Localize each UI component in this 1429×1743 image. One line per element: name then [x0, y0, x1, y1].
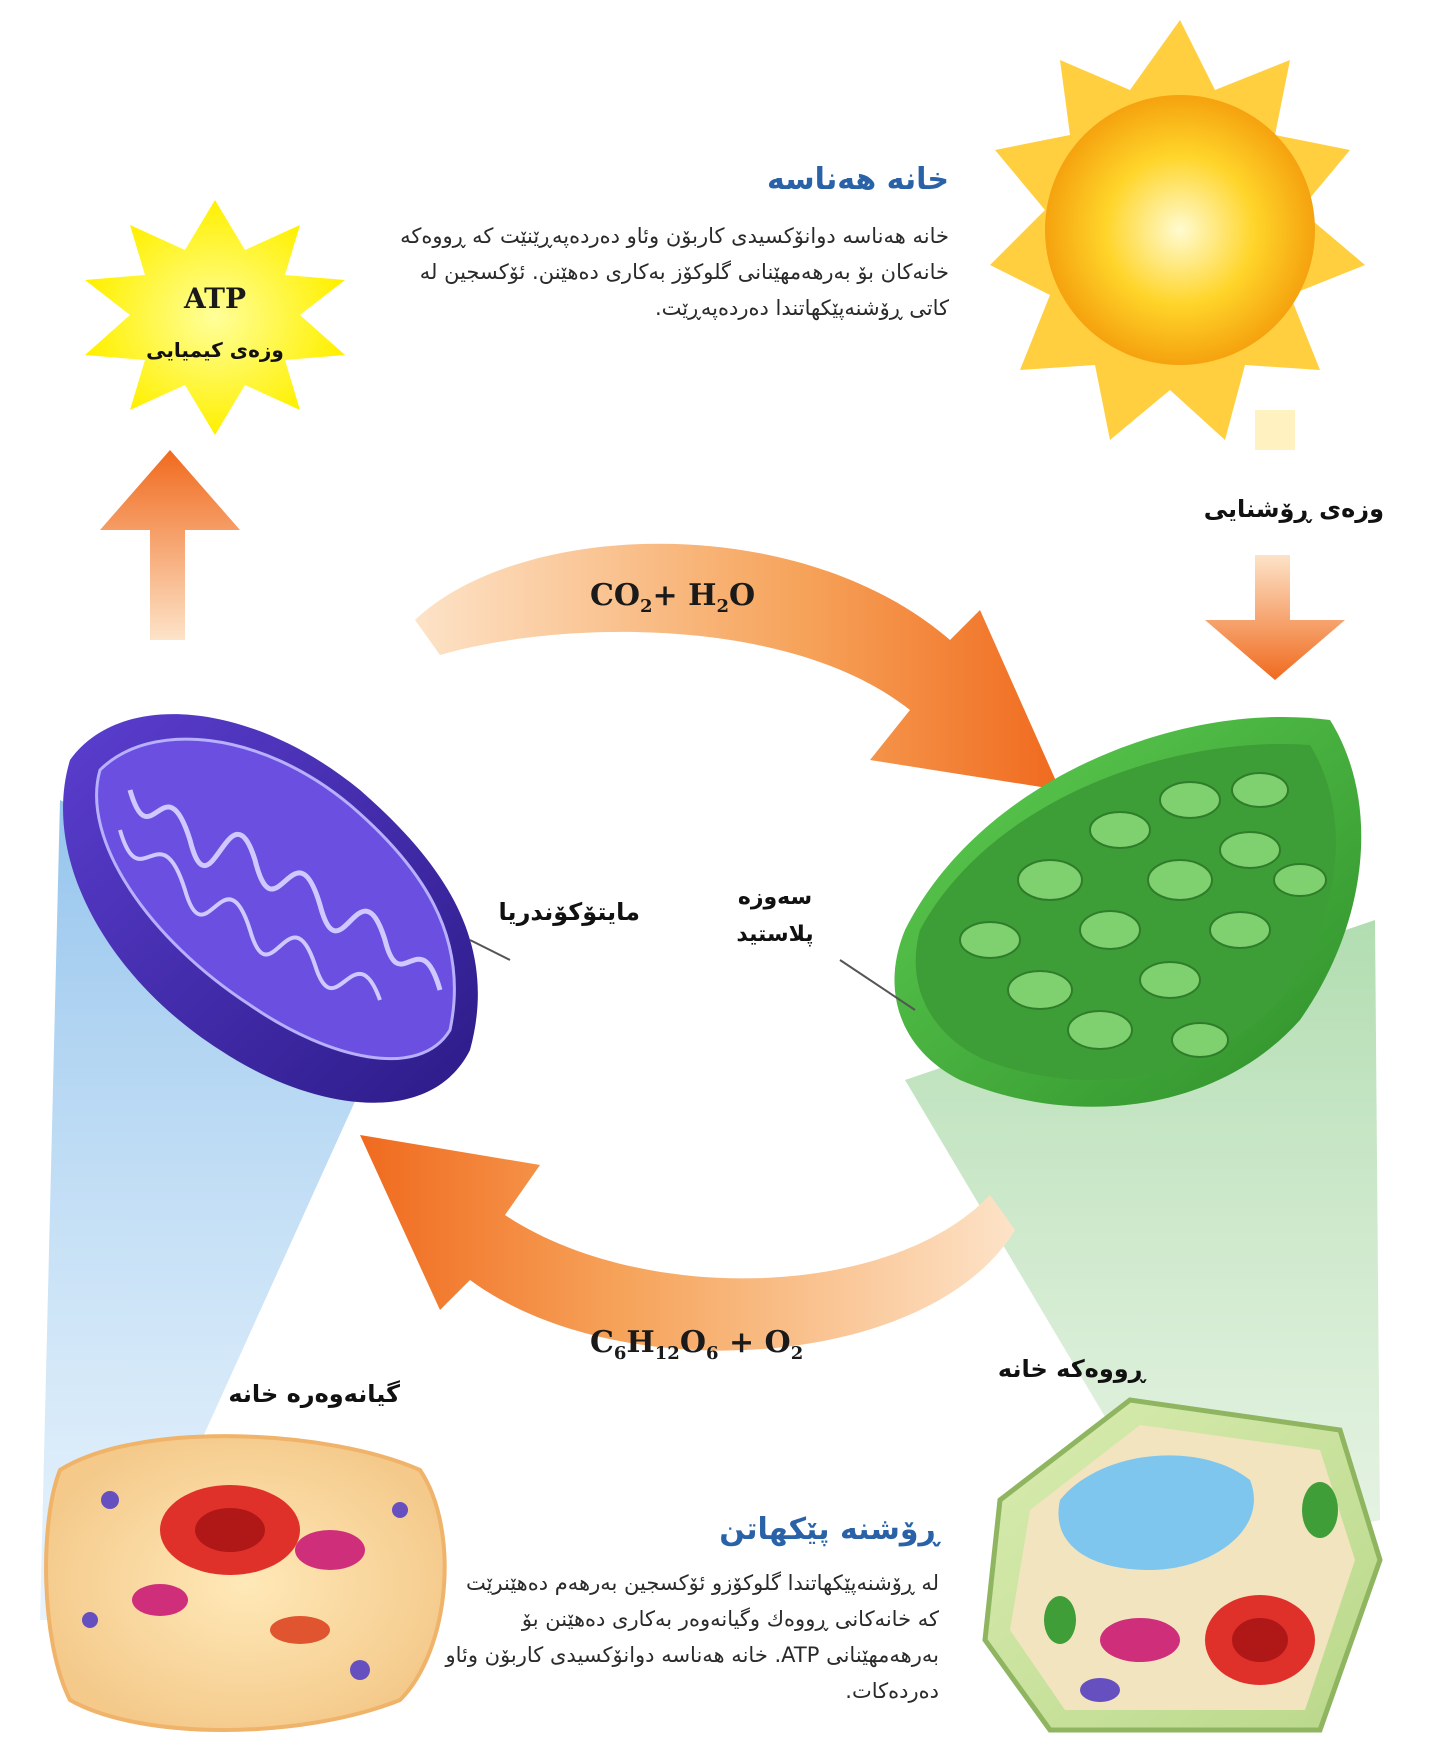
photosynthesis-heading: خانه هەناسه	[599, 162, 949, 197]
respiration-paragraph: له ڕۆشنەپێكهاتندا گلوكۆزو ئۆكسجین بەرهەم…	[444, 1565, 939, 1709]
chloroplast-label-line1: سەوزە	[720, 885, 830, 910]
mitochondria-label: مایتۆكۆندریا	[460, 898, 640, 926]
glucose-oxygen-formula: C6H12O6 + O2	[590, 1325, 803, 1364]
sun-icon	[990, 20, 1365, 440]
chloroplast-label-line2: پلاستید	[720, 922, 830, 947]
plant-cell-label: ڕووەكه خانه	[965, 1355, 1145, 1383]
co2-h2o-formula: CO2+ H2O	[590, 578, 755, 617]
chemical-energy-label: وزەی كیمیایی	[130, 338, 300, 362]
glucose-oxygen-arrow	[360, 1135, 1015, 1351]
animal-cell-label: گیانەوەرە خانه	[200, 1380, 400, 1408]
sun-ray-stub	[1255, 410, 1295, 450]
animal-cell-illustration	[46, 1436, 445, 1730]
respiration-heading: ڕۆشنه پێكهاتن	[589, 1512, 939, 1547]
atp-label: ATP	[130, 282, 300, 315]
mitochondria-leader-line	[470, 940, 510, 960]
plant-cell-illustration	[985, 1400, 1380, 1730]
light-input-arrow	[1205, 555, 1345, 680]
atp-output-arrow	[100, 450, 240, 640]
photosynthesis-paragraph: خانه هەناسه دوانۆكسیدی كاربۆن وئاو دەردە…	[389, 218, 949, 326]
atp-burst-icon	[85, 200, 345, 435]
light-energy-label: وزەی ڕۆشنایی	[1164, 495, 1384, 523]
